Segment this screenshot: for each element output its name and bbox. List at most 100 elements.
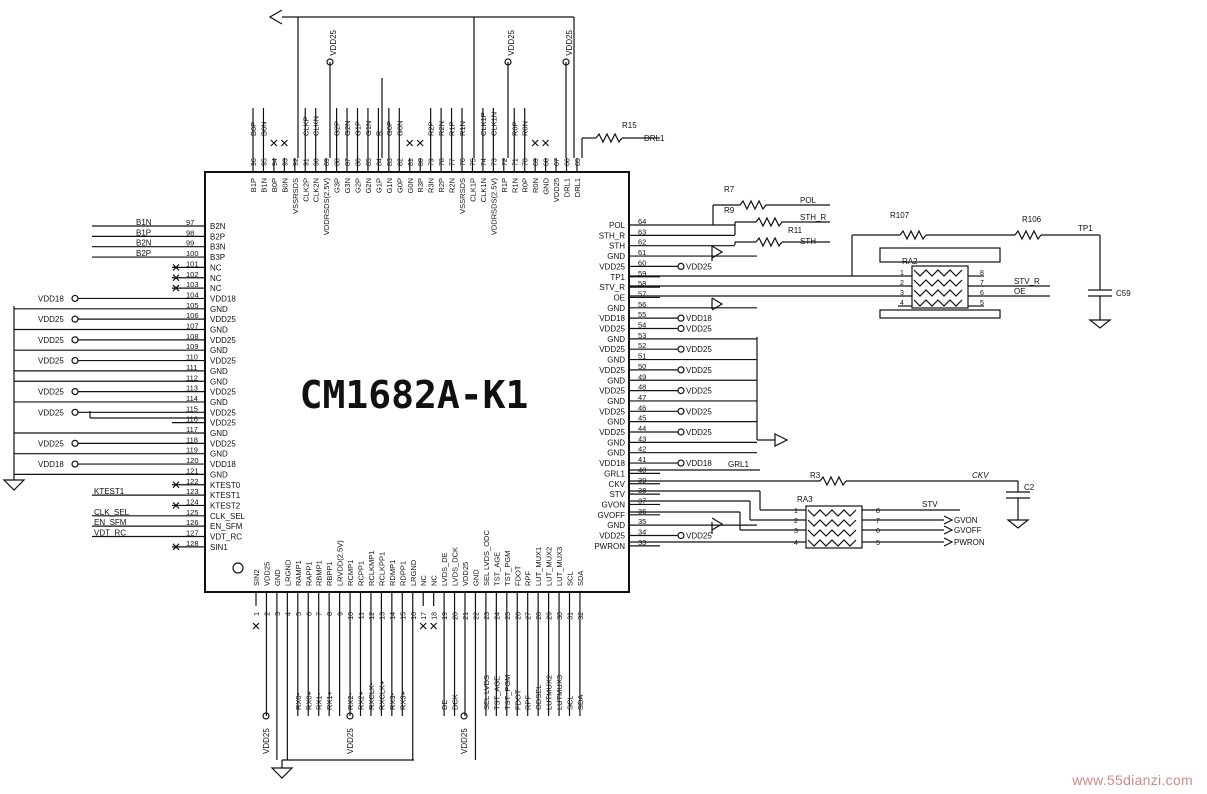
net-label: G1N [364, 121, 373, 136]
top-pin-group: 96B1PB0P95B1NB0N94B0P93B0N92VSSRSDS91CLK… [249, 108, 582, 235]
ground-symbol-left [2, 479, 26, 491]
left-rail-wiring [2, 306, 205, 491]
ra3-network: RA3 1 2 3 4 8 7 6 5 STV GVON GVOFF PWRON [629, 490, 985, 549]
pin-name: VDD25 [599, 407, 625, 416]
pin-name: STV [609, 490, 625, 499]
pin-name: GND [607, 397, 625, 406]
pin-number: 62 [638, 238, 646, 247]
pin-number: 54 [638, 321, 646, 330]
pin-name: LRVDD(2.5V) [336, 540, 345, 586]
pin-name: VDD25 [599, 387, 625, 396]
r3-label: R3 [810, 471, 821, 480]
pin-number: 63 [638, 227, 646, 236]
net-label: RXCLK+ [377, 680, 386, 710]
pin-number: 95 [261, 158, 268, 166]
pin-name: GND [210, 377, 228, 386]
pin-number: 102 [186, 270, 199, 279]
rail-label: VDD25 [38, 439, 64, 448]
pin-number: 72 [502, 158, 509, 166]
ic-body [204, 171, 630, 593]
net-label: R0N [521, 121, 530, 136]
pin-number: 20 [453, 612, 460, 620]
rail-label: VDD25 [38, 408, 64, 417]
pin-name: G0P [395, 178, 404, 193]
vdd25-terminal-top-c [562, 58, 570, 66]
r15-label: R15 [622, 121, 637, 130]
pin-number: 69 [533, 158, 540, 166]
svg-text:3: 3 [794, 528, 798, 535]
pin-number: 21 [463, 612, 470, 620]
pin-number: 82 [397, 158, 404, 166]
pin-name: CLK_SEL [210, 512, 246, 521]
c59-label: C59 [1116, 289, 1131, 298]
pin-name: VDD25 [210, 408, 236, 417]
pin-name: SDA [576, 571, 585, 586]
pin-number: 45 [638, 414, 646, 423]
ckv-wiring: R3 CKV C2 GRL1 [629, 460, 1035, 529]
pin-number: 115 [186, 404, 198, 413]
pin-number: 70 [523, 158, 530, 166]
pin-name: RAMP1 [294, 560, 303, 586]
vdd25-label-bottom-c: VDD25 [460, 728, 469, 754]
pin-number: 110 [186, 353, 198, 362]
pin-name: VDD25 [461, 562, 470, 586]
pin-number: 128 [186, 539, 199, 548]
pin-name: B3P [210, 253, 225, 262]
pin-name: VDT_RC [210, 533, 242, 542]
pin-name: GND [210, 398, 228, 407]
ra2-network: RA2 1 2 3 4 8 7 6 5 STV_R OE R107 R106 T… [629, 211, 1131, 329]
pin-number: 10 [348, 612, 355, 620]
pin-name: G1N [385, 178, 394, 193]
pin-name: VDDRSDS(2.5V) [489, 178, 498, 236]
pin-name: NC [210, 274, 222, 283]
pin-name: GND [210, 367, 228, 376]
pin-number: 39 [638, 476, 646, 485]
rail-terminal [677, 345, 685, 353]
pin-number: 30 [557, 612, 564, 620]
pin-number: 7 [317, 612, 324, 616]
gvon-net-label: GVON [954, 516, 978, 525]
pin-name: RCPP1 [357, 561, 366, 586]
pin-number: 68 [544, 158, 551, 166]
pin-name: VDD25 [210, 336, 236, 345]
net-label: RX2- [346, 692, 355, 710]
nc-mark [419, 622, 427, 630]
pin-name: DRL1 [563, 178, 572, 197]
pin-name: GND [607, 252, 625, 261]
pin-name: CLK1P [468, 178, 477, 202]
pin-name: GND [607, 521, 625, 530]
pwron-net-label: PWRON [954, 538, 985, 547]
ra2-stv-r-label: STV_R [1014, 277, 1040, 286]
net-label: TST_AGE [492, 676, 501, 710]
pin-name: RDPP1 [398, 561, 407, 586]
pin-number: 119 [186, 446, 198, 455]
pin-name: VDD25 [210, 388, 236, 397]
vdd25-label-bottom-a: VDD25 [262, 728, 271, 754]
net-label: EN_SFM [94, 518, 127, 527]
pin-name: VSSRSDS [458, 178, 467, 214]
pin-name: B2P [210, 232, 225, 241]
pin-number: 105 [186, 301, 199, 310]
pin-number: 25 [505, 612, 512, 620]
net-label: LUTMUX2 [545, 675, 554, 710]
pin-name: VDD25 [599, 325, 625, 334]
gvoff-net-label: GVOFF [954, 526, 982, 535]
pin-name: VDD25 [599, 428, 625, 437]
vdd25-label-top-b: VDD25 [507, 29, 516, 55]
pin-number: 24 [494, 612, 501, 620]
pin-name: STH_R [599, 231, 625, 240]
net-label: SCL [566, 695, 575, 710]
pin-number: 118 [186, 435, 198, 444]
pin-number: 29 [547, 612, 554, 620]
net-label: VDT_RC [94, 529, 126, 538]
net-label: LUTMUX3 [555, 675, 564, 710]
svg-text:5: 5 [876, 540, 880, 547]
pin-name: CLK1N [479, 178, 488, 202]
pin-number: 122 [186, 477, 199, 486]
pin-name: DRL1 [573, 178, 582, 197]
pin-name: VDD25 [210, 419, 236, 428]
rail-label: VDD25 [686, 366, 712, 375]
net-label: SDA [576, 695, 585, 710]
pin-name: G3N [343, 178, 352, 193]
pin-name: GND [210, 450, 228, 459]
